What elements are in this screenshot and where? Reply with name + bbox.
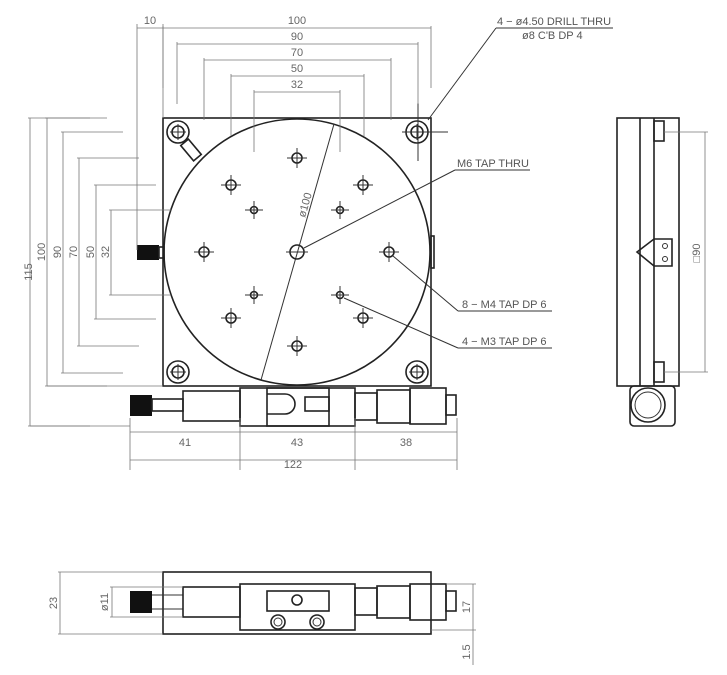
thimble <box>409 387 447 425</box>
dim-v32: 32 <box>100 246 112 258</box>
dim-square-90: □90 <box>691 244 703 263</box>
spindle <box>354 392 378 421</box>
carriage <box>239 387 356 427</box>
side-tab <box>430 235 435 269</box>
m6-callout: M6 TAP THRU <box>457 158 529 170</box>
dim-dia-11: ø11 <box>99 593 111 611</box>
dim-32: 32 <box>291 79 303 91</box>
counterbore-callout: ø8 C'B DP 4 <box>522 30 583 42</box>
counterbore <box>166 360 190 384</box>
dim-17: 17 <box>461 601 473 613</box>
dim-v70: 70 <box>68 246 80 258</box>
dim-1-5: 1.5 <box>461 644 473 659</box>
ratchet <box>445 394 457 416</box>
counterbore <box>405 360 429 384</box>
knob <box>130 395 152 416</box>
micrometer-assembly <box>130 387 457 427</box>
lock-pin <box>179 137 203 163</box>
side-view: □90 <box>616 117 708 427</box>
top-view: ø100 10 100 90 70 <box>23 15 458 471</box>
lock-shaft <box>158 246 165 259</box>
plunger <box>267 393 296 415</box>
drill-callout: 4 − ø4.50 DRILL THRU <box>497 16 611 28</box>
dim-23: 23 <box>48 597 60 609</box>
body <box>182 390 241 422</box>
dim-v90: 90 <box>52 246 64 258</box>
dimension-lines <box>28 24 458 470</box>
callouts: 4 − ø4.50 DRILL THRU ø8 C'B DP 4 M6 TAP … <box>303 16 613 349</box>
dim-10: 10 <box>144 15 156 27</box>
dim-115: 115 <box>23 263 35 281</box>
dim-50: 50 <box>291 63 303 75</box>
dim-100: 100 <box>288 15 306 27</box>
dim-v100: 100 <box>36 243 48 261</box>
lock-knob <box>137 245 159 260</box>
dim-41: 41 <box>179 437 191 449</box>
dim-122: 122 <box>284 459 302 471</box>
m4-holes <box>194 148 399 356</box>
dim-90: 90 <box>291 31 303 43</box>
dim-38: 38 <box>400 437 412 449</box>
shaft <box>151 398 184 412</box>
front-view: 23 ø11 17 1.5 <box>48 571 476 665</box>
dim-70: 70 <box>291 47 303 59</box>
dim-v50: 50 <box>85 246 97 258</box>
contact <box>304 396 330 412</box>
m4-callout: 8 − M4 TAP DP 6 <box>462 299 546 311</box>
diameter-label: ø100 <box>296 191 314 218</box>
m3-holes <box>245 201 349 304</box>
dim-43: 43 <box>291 437 303 449</box>
m3-callout: 4 − M3 TAP DP 6 <box>462 336 546 348</box>
sleeve <box>376 389 411 424</box>
counterbore <box>166 120 190 144</box>
